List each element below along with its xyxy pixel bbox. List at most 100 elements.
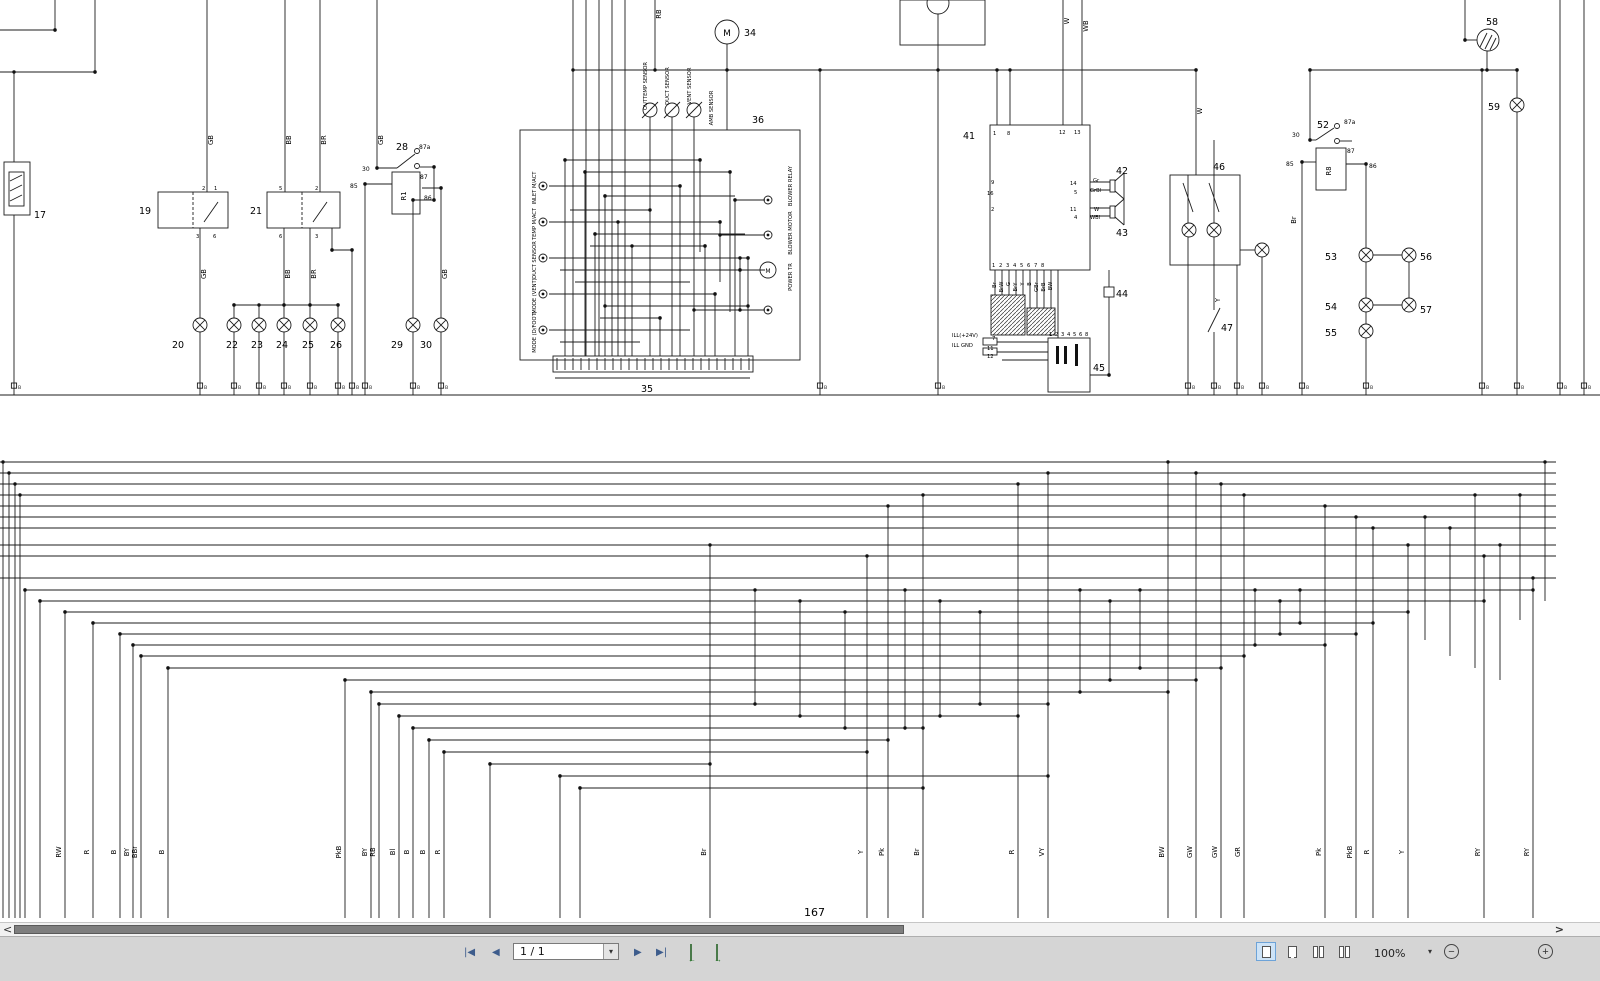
junction-dot (432, 198, 436, 202)
page-combo-dropdown-icon[interactable]: ▾ (603, 944, 618, 959)
last-page-button[interactable]: ▶| (654, 943, 669, 961)
junction-dot (1219, 666, 1223, 670)
next-view-button[interactable]: → (708, 942, 726, 964)
junction-dot (1406, 610, 1410, 614)
horizontal-scrollbar[interactable]: < > (0, 922, 1600, 936)
diagram-label: PkB (335, 845, 343, 858)
diagram-label: RW (55, 846, 63, 857)
junction-dot (708, 762, 712, 766)
junction-dot (1406, 543, 1410, 547)
ground-label: B (1241, 385, 1244, 391)
diagram-label: 53 (1325, 252, 1337, 263)
ground-label: B (445, 385, 448, 391)
junction-dot (728, 170, 732, 174)
junction-dot (1298, 621, 1302, 625)
view-continuous-icon[interactable] (1282, 942, 1302, 961)
diagram-label: 6 (1079, 332, 1082, 338)
junction-dot (1518, 493, 1522, 497)
component-circle (414, 163, 420, 169)
page-number-combo[interactable]: 1 / 1 ▾ (513, 943, 619, 960)
bus-connector (255, 382, 263, 389)
scroll-left-icon[interactable]: < (3, 923, 13, 936)
junction-dot (1354, 632, 1358, 636)
diagram-label: Y (1214, 297, 1222, 303)
ground-label: B (314, 385, 317, 391)
junction-dot (1166, 690, 1170, 694)
ground-label: B (18, 385, 21, 391)
previous-view-icon: ← (688, 943, 696, 964)
zoom-level-value[interactable]: 100% (1374, 947, 1406, 960)
diagram-label: ILL GND (952, 343, 973, 349)
next-page-button[interactable]: ▶ (632, 943, 644, 961)
diagram-label: 46 (1213, 162, 1225, 173)
diagram-label: INLET M/ACT (532, 171, 538, 205)
junction-dot (91, 621, 95, 625)
previous-page-button[interactable]: ◀ (490, 943, 502, 961)
junction-dot (746, 304, 750, 308)
diagram-label: Gr (1093, 178, 1100, 184)
lamp-icon (192, 317, 208, 333)
junction-dot (798, 599, 802, 603)
scrollbar-thumb[interactable] (14, 925, 904, 934)
lamp-icon (1183, 224, 1195, 236)
scroll-right-icon[interactable]: > (1554, 923, 1564, 936)
diagram-label: RY (1523, 847, 1531, 856)
lamp-icon (1206, 222, 1222, 238)
junction-dot (1463, 38, 1467, 42)
view-facing-icon[interactable] (1308, 942, 1328, 961)
diagram-label: 5 (1073, 332, 1076, 338)
junction-dot (718, 220, 722, 224)
junction-dot (738, 308, 742, 312)
junction-dot (843, 610, 847, 614)
zoom-in-button[interactable]: + (1538, 944, 1553, 959)
lamp-icon (1358, 247, 1374, 263)
junction-dot (1531, 576, 1535, 580)
diagram-label: Pk (878, 848, 886, 856)
junction-dot (1498, 543, 1502, 547)
junction-dot (53, 28, 57, 32)
junction-dot (1166, 460, 1170, 464)
bus-connector (1580, 382, 1588, 389)
lamp-icon (435, 319, 447, 331)
junction-dot (603, 194, 607, 198)
diagram-label: PkB (1346, 845, 1354, 858)
previous-view-button[interactable]: ← (682, 942, 700, 964)
lamp-icon (278, 319, 290, 331)
connector-icon (541, 184, 545, 188)
ground-label: B (342, 385, 345, 391)
connector-icon (763, 305, 773, 315)
page-glyph (1312, 945, 1318, 958)
diagram-label: 16 (987, 191, 994, 197)
diagram-label: 5 (1020, 263, 1023, 269)
zoom-dropdown-icon[interactable]: ▾ (1428, 947, 1433, 956)
diagram-label: 3 (196, 234, 199, 240)
junction-dot (1253, 588, 1257, 592)
diagram-label: BrW (999, 282, 1005, 293)
view-facing-continuous-icon[interactable] (1334, 942, 1354, 961)
diagram-label: GW (1186, 846, 1194, 858)
junction-dot (1480, 68, 1484, 72)
diagram-label: 1 (1049, 332, 1052, 338)
diagram-label: R8 (1325, 166, 1333, 175)
diagram-label: Y (1398, 849, 1406, 855)
lamp-icon (1358, 323, 1374, 339)
junction-dot (692, 308, 696, 312)
ground-label: B (1564, 385, 1567, 391)
diagonal-wire (1182, 182, 1194, 213)
view-single-page-icon[interactable] (1256, 942, 1276, 961)
junction-dot (571, 68, 575, 72)
connector-icon (763, 195, 773, 205)
junction-dot (1278, 632, 1282, 636)
junction-dot (411, 726, 415, 730)
diagram-label: 29 (391, 340, 403, 351)
lamp-icon (226, 317, 242, 333)
component-box (552, 355, 754, 373)
lamp-icon (1360, 249, 1372, 261)
first-page-button[interactable]: |◀ (462, 943, 477, 961)
zoom-out-button[interactable]: − (1444, 944, 1459, 959)
junction-dot (1138, 588, 1142, 592)
diagram-label: B (1027, 282, 1033, 286)
lamp-icon (433, 317, 449, 333)
junction-dot (1194, 678, 1198, 682)
junction-dot (978, 610, 982, 614)
